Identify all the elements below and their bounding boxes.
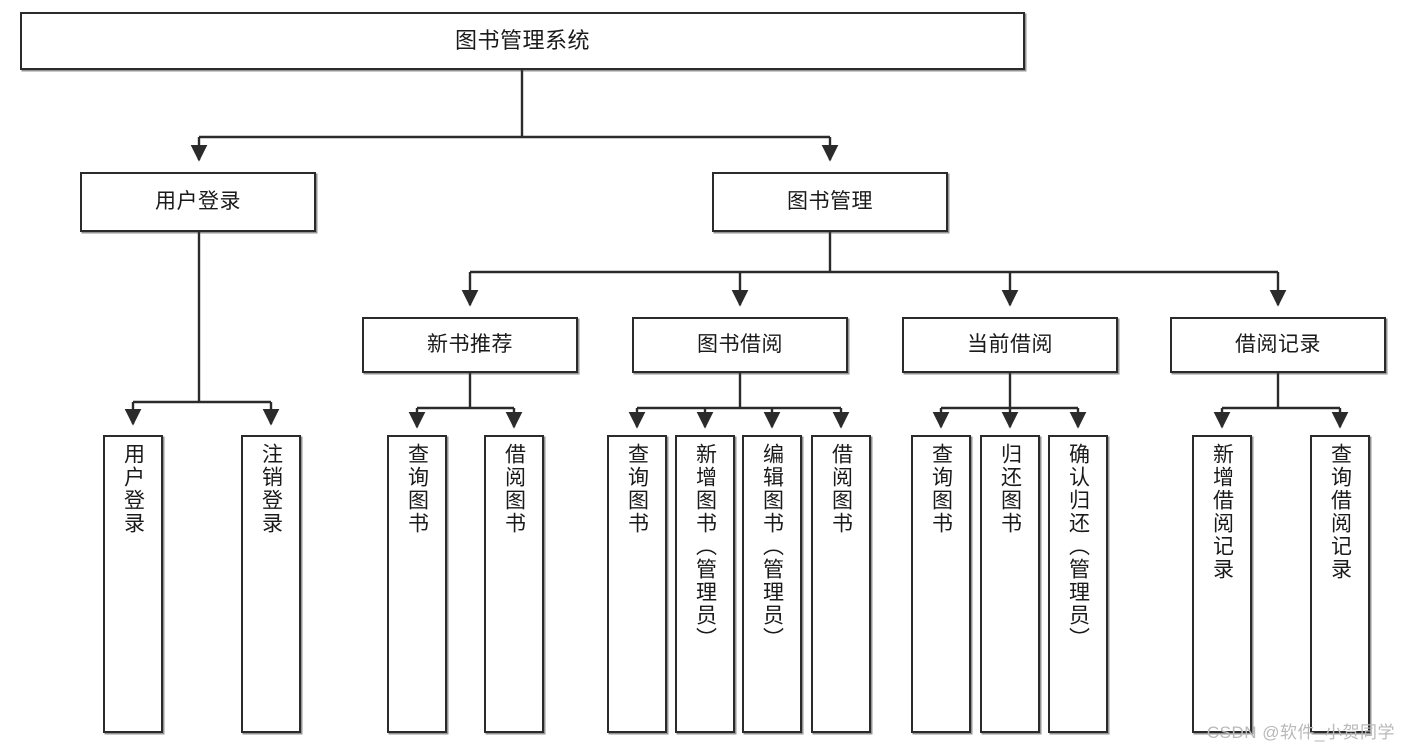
node-book-borrow-label: 图书借阅 [697,332,783,356]
leaf-borrow-book-1[interactable]: 借阅图书 [484,435,544,733]
leaf-confirm-return-admin[interactable]: 确认归还（管理员） [1048,435,1108,733]
node-new-book-recommend-label: 新书推荐 [427,332,513,356]
node-root[interactable]: 图书管理系统 [20,12,1025,70]
leaf-query-book-1-label: 查询图书 [405,443,429,535]
leaf-query-book-3-label: 查询图书 [929,443,953,535]
node-user-login-label: 用户登录 [155,189,241,213]
watermark: CSDN @软件_小贺同学 [1206,723,1395,742]
leaf-query-book-2-label: 查询图书 [625,443,649,535]
leaf-add-borrow-record-label: 新增借阅记录 [1210,443,1234,581]
leaf-confirm-return-admin-label: 确认归还（管理员） [1066,443,1090,650]
leaf-borrow-book-1-label: 借阅图书 [502,443,526,535]
leaf-user-login[interactable]: 用户登录 [103,435,163,733]
leaf-logout-login-label: 注销登录 [259,443,283,535]
leaf-query-book-2[interactable]: 查询图书 [607,435,667,733]
node-book-borrow[interactable]: 图书借阅 [632,317,848,373]
leaf-add-book-admin-label: 新增图书（管理员） [693,443,717,650]
leaf-edit-book-admin-label: 编辑图书（管理员） [760,443,784,650]
leaf-logout-login[interactable]: 注销登录 [241,435,301,733]
leaf-query-book-1[interactable]: 查询图书 [387,435,447,733]
leaf-user-login-label: 用户登录 [121,443,145,535]
leaf-query-borrow-record-label: 查询借阅记录 [1328,443,1352,581]
leaf-borrow-book-2[interactable]: 借阅图书 [811,435,871,733]
leaf-query-borrow-record[interactable]: 查询借阅记录 [1310,435,1370,733]
leaf-add-borrow-record[interactable]: 新增借阅记录 [1192,435,1252,733]
node-new-book-recommend[interactable]: 新书推荐 [362,317,578,373]
node-user-login[interactable]: 用户登录 [80,172,316,232]
node-current-borrow[interactable]: 当前借阅 [902,317,1118,373]
leaf-query-book-3[interactable]: 查询图书 [911,435,971,733]
leaf-return-book[interactable]: 归还图书 [980,435,1040,733]
node-borrow-record-label: 借阅记录 [1235,332,1321,356]
node-current-borrow-label: 当前借阅 [967,332,1053,356]
leaf-return-book-label: 归还图书 [998,443,1022,535]
leaf-add-book-admin[interactable]: 新增图书（管理员） [675,435,735,733]
node-borrow-record[interactable]: 借阅记录 [1170,317,1386,373]
leaf-borrow-book-2-label: 借阅图书 [829,443,853,535]
node-book-manage[interactable]: 图书管理 [712,172,948,232]
node-root-label: 图书管理系统 [454,28,590,54]
leaf-edit-book-admin[interactable]: 编辑图书（管理员） [742,435,802,733]
node-book-manage-label: 图书管理 [787,189,873,213]
